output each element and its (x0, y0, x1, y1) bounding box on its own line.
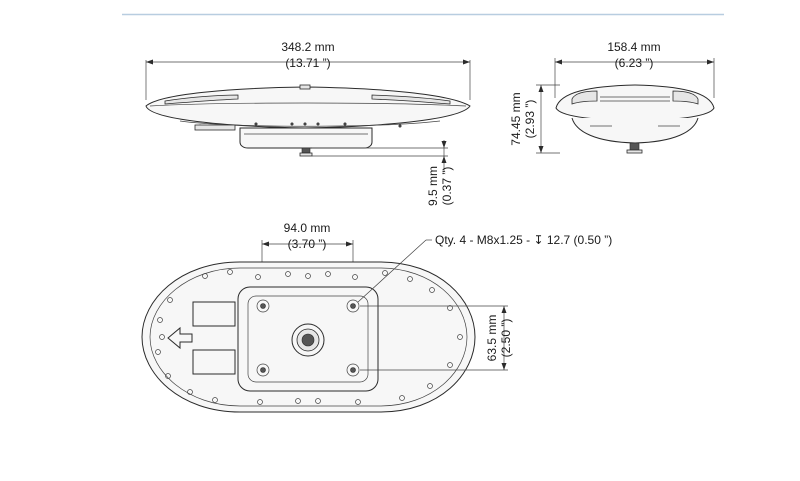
connector-metric: 9.5 mm (426, 166, 440, 206)
hole-callout: Qty. 4 - M8x1.25 - ↧ 12.7 (0.50 ”) (435, 233, 612, 247)
height-metric: 74.45 mm (509, 92, 523, 145)
connector-imperial: (0.37 ”) (440, 167, 454, 206)
bottom-view (141, 239, 508, 413)
mount-height-imperial: (2.50 ”) (499, 319, 513, 358)
height-imperial: (2.93 ”) (523, 100, 537, 139)
side-view (145, 59, 471, 172)
front-view (536, 58, 715, 154)
mount-width-imperial: (3.70 ”) (288, 237, 327, 251)
mount-width-metric: 94.0 mm (284, 221, 331, 235)
arrow-left-icon (167, 326, 193, 350)
connector-icon (291, 323, 325, 357)
side-width-imperial: (13.71 ”) (285, 56, 330, 70)
mount-height-metric: 63.5 mm (485, 315, 499, 362)
mount-hole (256, 299, 360, 377)
side-width-metric: 348.2 mm (281, 40, 334, 54)
front-width-metric: 158.4 mm (607, 40, 660, 54)
front-width-imperial: (6.23 ”) (615, 56, 654, 70)
